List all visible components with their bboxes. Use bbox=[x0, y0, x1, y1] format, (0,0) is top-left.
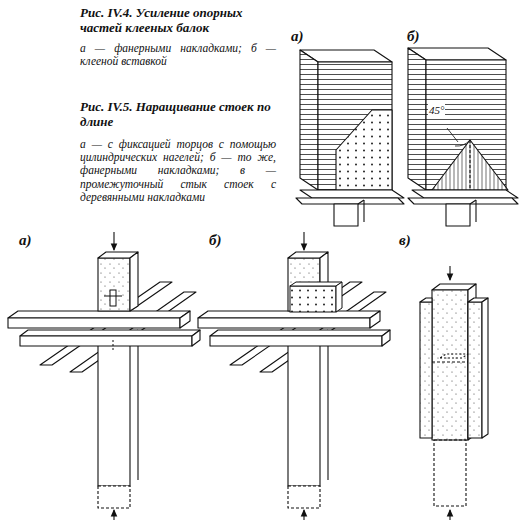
figure-caption: Рис. IV.5. Наращивание стоек по длине bbox=[80, 100, 276, 130]
post-splice-wood bbox=[420, 266, 488, 520]
beam-insert bbox=[408, 48, 518, 226]
figure-letter: б) bbox=[406, 28, 420, 45]
beam-plywood bbox=[296, 50, 404, 226]
figure-legend: а — фанерными накладками; б — клееной вс… bbox=[80, 42, 276, 68]
angle-label: 45° bbox=[428, 104, 445, 117]
figure-caption: Рис. IV.4. Усиление опорных частей клеен… bbox=[80, 6, 280, 36]
figure-legend: а — с фиксацией торцов с помощью цилиндр… bbox=[80, 138, 276, 204]
figure-letter: в) bbox=[398, 232, 412, 249]
post-splice-plywood bbox=[198, 232, 390, 520]
figure-letter: а) bbox=[18, 232, 33, 249]
figure-letter: б) bbox=[208, 232, 222, 249]
post-splice-dowel bbox=[8, 232, 200, 520]
figure-letter: а) bbox=[290, 28, 305, 45]
